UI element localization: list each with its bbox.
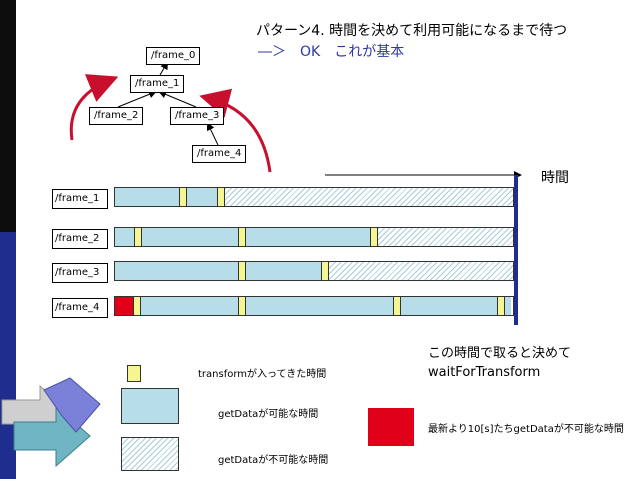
transform-tick [238,262,246,280]
row-label-frame4: /frame_4 [52,298,108,318]
slide-title: パターン4. 時間を決めて利用可能になるまで待つ [256,23,568,39]
transform-tick [321,262,329,280]
segment-available [115,262,329,280]
tree-node-frame2: /frame_2 [89,107,144,125]
legend-stale-label: 最新より10[s]たちgetDataが不可能な時間 [428,424,624,435]
legend-swatch-unavailable [121,437,179,471]
timeline-row-frame2 [114,227,514,247]
legend-swatch-transform [127,365,141,382]
segment-available [115,188,225,206]
transform-tick [238,297,246,315]
red-curved-arrow-left [69,74,119,141]
purple-arrow-shape [43,377,101,433]
stale-segment [115,297,133,315]
edge-frame4-frame3 [206,122,219,146]
transform-tick [179,188,187,206]
tree-node-frame0: /frame_0 [146,47,201,65]
note-line1: この時間で取ると決めて [428,346,572,361]
time-axis-label: 時間 [541,170,569,186]
note-text: この時間で取ると決めて waitForTransform [428,344,571,382]
row-label-frame3: /frame_3 [52,263,108,283]
timeline-row-frame3 [114,261,514,281]
edge-frame2-frame1 [117,90,157,108]
edge-frame3-frame1 [158,90,197,108]
transform-tick [393,297,401,315]
segment-unavailable [225,188,513,206]
segment-available [133,297,511,315]
transform-tick [134,228,142,246]
note-line2: waitForTransform [428,365,541,380]
segment-available [115,228,378,246]
red-curved-arrow-right [199,88,272,173]
tree-node-frame1: /frame_1 [130,75,185,93]
legend-transform-label: transformが入ってきた時間 [198,369,327,380]
row-label-frame1: /frame_1 [52,189,108,209]
segment-unavailable [378,228,513,246]
legend-available-label: getDataが可能な時間 [218,409,319,420]
transform-tick [370,228,378,246]
tree-node-frame4: /frame_4 [192,145,247,163]
decorative-arrows-graphic [1,377,101,468]
tree-node-frame3: /frame_3 [170,107,225,125]
transform-tick [497,297,505,315]
edge-frame1-frame0 [159,61,169,76]
transform-tick [217,188,225,206]
transform-tick [238,228,246,246]
row-label-frame2: /frame_2 [52,229,108,249]
legend-unavailable-label: getDataが不可能な時間 [218,455,329,466]
timeline-row-frame1 [114,187,514,207]
timeline-row-frame4 [114,296,514,316]
slide-subtitle: ―＞ OK これが基本 [258,44,405,60]
segment-unavailable [329,262,513,280]
legend-swatch-available [121,388,179,424]
legend-swatch-stale [368,408,414,446]
transform-tick [133,297,141,315]
